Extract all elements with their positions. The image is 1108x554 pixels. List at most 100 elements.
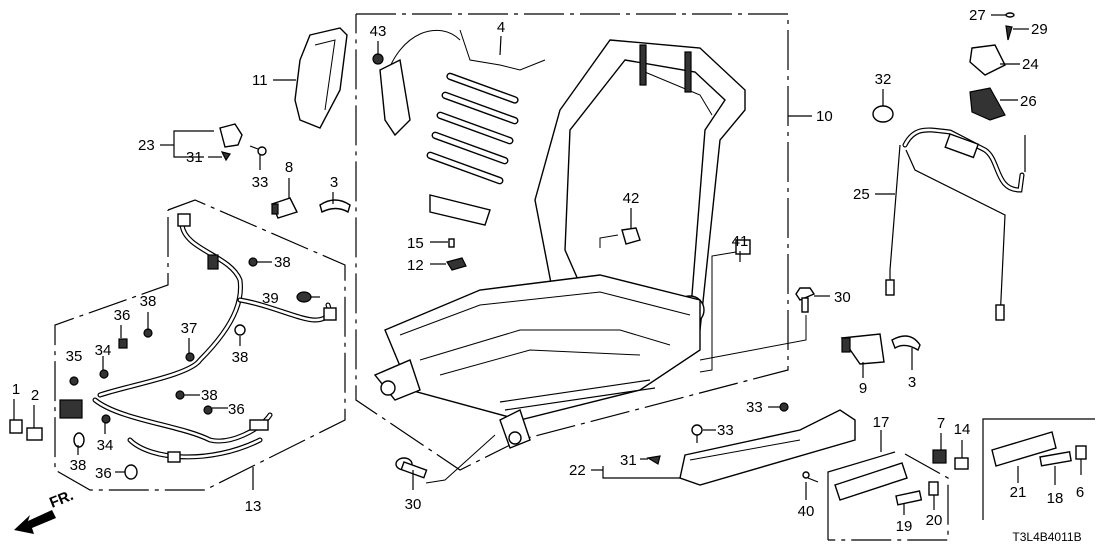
part-8-knob[interactable]: [271, 197, 298, 219]
part-24-handle[interactable]: [969, 44, 1006, 76]
callout-6[interactable]: 6: [1076, 484, 1084, 501]
callout-11[interactable]: 11: [252, 72, 268, 89]
part-14-knob[interactable]: [954, 457, 969, 470]
callout-12[interactable]: 12: [407, 257, 424, 274]
part-13-wire-harness[interactable]: [59, 213, 337, 463]
callout-1[interactable]: 1: [12, 381, 20, 398]
callout-22[interactable]: 22: [569, 462, 586, 479]
callout-31[interactable]: 31: [620, 452, 637, 469]
part-9-knob[interactable]: [840, 333, 885, 365]
callout-19[interactable]: 19: [896, 518, 913, 535]
part-26-bracket[interactable]: [969, 87, 1006, 121]
part-1-connector-icon[interactable]: [9, 419, 23, 434]
callout-26[interactable]: 26: [1020, 93, 1037, 110]
part-3-cap[interactable]: [319, 199, 351, 214]
part-29-screw-icon[interactable]: [1005, 25, 1013, 41]
callout-42[interactable]: 42: [623, 190, 640, 207]
callout-31[interactable]: 31: [186, 149, 203, 166]
part-23-cover[interactable]: [219, 123, 243, 148]
callout-23[interactable]: 23: [138, 137, 155, 154]
part-38-clip-icon[interactable]: [234, 324, 246, 336]
callout-13[interactable]: 13: [245, 498, 262, 515]
callout-30[interactable]: 30: [834, 289, 851, 306]
part-19-knob[interactable]: [895, 490, 923, 506]
callout-36[interactable]: 36: [114, 307, 131, 324]
part-3-cap-right[interactable]: [891, 335, 921, 352]
part-30-bolt-lower[interactable]: [395, 434, 496, 484]
callout-2[interactable]: 2: [31, 387, 39, 404]
part-31-screw-icon[interactable]: [646, 455, 661, 465]
part-31-screw-icon[interactable]: [220, 151, 231, 162]
part-36-clip-icon[interactable]: [124, 464, 138, 480]
callout-33[interactable]: 33: [746, 399, 763, 416]
callout-8[interactable]: 8: [285, 159, 293, 176]
callout-3[interactable]: 3: [908, 374, 916, 391]
part-11-side-cover[interactable]: [294, 27, 348, 129]
callout-29[interactable]: 29: [1031, 21, 1048, 38]
callout-18[interactable]: 18: [1047, 490, 1064, 507]
part-6-knob[interactable]: [1075, 445, 1087, 460]
callout-41[interactable]: 41: [732, 233, 749, 250]
callout-3[interactable]: 3: [330, 174, 338, 191]
lumbar-support-assembly[interactable]: [379, 29, 546, 226]
callout-15[interactable]: 15: [407, 235, 424, 252]
callout-21[interactable]: 21: [1010, 484, 1027, 501]
part-15-pin-icon[interactable]: [448, 238, 455, 248]
callout-14[interactable]: 14: [954, 421, 971, 438]
callout-35[interactable]: 35: [66, 348, 83, 365]
callout-27[interactable]: 27: [969, 7, 986, 24]
callout-10[interactable]: 10: [816, 108, 833, 125]
callout-17[interactable]: 17: [873, 414, 890, 431]
callout-4[interactable]: 4: [497, 19, 505, 36]
seat-cushion-frame[interactable]: [373, 274, 701, 449]
part-30-bolt-upper[interactable]: [699, 287, 816, 361]
callout-32[interactable]: 32: [875, 71, 892, 88]
callout-34[interactable]: 34: [95, 342, 112, 359]
part-42-bracket-icon[interactable]: [599, 227, 641, 248]
callout-38[interactable]: 38: [201, 387, 218, 404]
part-39-clip-icon[interactable]: [296, 291, 312, 303]
part-38-clip-icon[interactable]: [143, 328, 153, 338]
part-18-knob[interactable]: [1039, 450, 1072, 467]
callout-9[interactable]: 9: [859, 380, 867, 397]
callout-40[interactable]: 40: [798, 503, 815, 520]
callout-25[interactable]: 25: [853, 186, 870, 203]
part-20-knob[interactable]: [928, 481, 939, 496]
part-36-clip-icon[interactable]: [118, 338, 128, 349]
callout-37[interactable]: 37: [181, 320, 198, 337]
part-34-clip-icon[interactable]: [99, 369, 109, 379]
part-21-switch[interactable]: [991, 431, 1057, 467]
part-17-switch[interactable]: [834, 462, 908, 501]
part-38-clip-icon[interactable]: [248, 257, 258, 267]
callout-38[interactable]: 38: [274, 254, 291, 271]
callout-36[interactable]: 36: [95, 465, 112, 482]
callout-30[interactable]: 30: [405, 496, 422, 513]
part-12-clip-icon[interactable]: [446, 257, 467, 271]
callout-7[interactable]: 7: [937, 415, 945, 432]
part-41-clip-icon[interactable]: [699, 239, 751, 373]
part-22-side-trim[interactable]: [679, 409, 856, 486]
part-35-clip-icon[interactable]: [69, 376, 79, 386]
callout-38[interactable]: 38: [140, 293, 157, 310]
part-32-clip[interactable]: [872, 105, 894, 123]
part-7-knob[interactable]: [932, 449, 947, 464]
part-37-clip-icon[interactable]: [185, 352, 195, 362]
callout-39[interactable]: 39: [262, 290, 279, 307]
part-43-nut-icon[interactable]: [372, 53, 384, 65]
callout-38[interactable]: 38: [232, 349, 249, 366]
part-33-clip-icon[interactable]: [691, 424, 703, 443]
part-38-clip-icon[interactable]: [175, 390, 185, 400]
callout-33[interactable]: 33: [717, 422, 734, 439]
callout-20[interactable]: 20: [926, 512, 943, 529]
callout-38[interactable]: 38: [70, 457, 87, 474]
callout-36[interactable]: 36: [228, 401, 245, 418]
part-38-clip-icon[interactable]: [73, 432, 85, 448]
part-33-clip-icon[interactable]: [779, 402, 789, 412]
callout-33[interactable]: 33: [252, 174, 269, 191]
callout-34[interactable]: 34: [97, 437, 114, 454]
part-27-washer-icon[interactable]: [1005, 12, 1015, 18]
callout-24[interactable]: 24: [1022, 56, 1039, 73]
part-34-clip-icon[interactable]: [101, 414, 111, 424]
part-40-screw-icon[interactable]: [802, 471, 819, 483]
part-33-clip-icon[interactable]: [249, 145, 267, 156]
